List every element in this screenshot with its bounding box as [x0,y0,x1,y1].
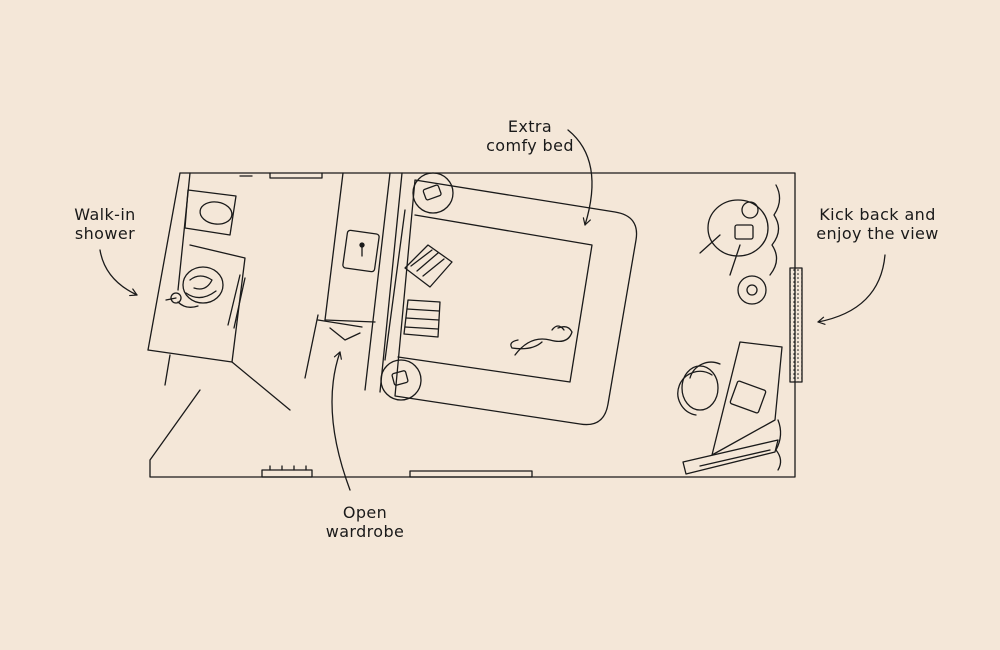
laptop-icon [729,380,767,414]
shower-arrow [99,249,138,297]
toilet-icon [199,201,233,225]
desk [682,341,783,475]
view-window [769,184,803,471]
shower-label: Walk-in shower [55,205,155,243]
desk-chair [677,361,721,416]
sink-icon [342,229,380,273]
nightstand-top [412,172,454,214]
shower-label-line1: Walk-in [74,205,136,224]
bed-label: Extra comfy bed [455,117,605,155]
bed-arrow [567,129,593,226]
wardrobe-arrow [331,351,351,491]
view-label: Kick back and enjoy the view [805,205,950,243]
nightstand-bottom [380,359,422,401]
view-label-line1: Kick back and [819,205,936,224]
wardrobe-label-line2: wardrobe [325,522,405,541]
view-label-line2: enjoy the view [816,224,939,243]
book-icon [734,224,754,240]
wardrobe-label-line1: Open [342,503,388,522]
pillow-icon [404,244,453,288]
book-icon [422,184,442,201]
bathroom [147,172,246,363]
dog-icon [510,325,573,356]
side-table [737,275,767,305]
wardrobe [304,172,403,393]
bed-label-line1: Extra [507,117,553,136]
reading-person-icon [699,199,769,305]
wardrobe-label: Open wardrobe [310,503,420,541]
phone-icon [391,370,409,386]
bed [384,179,638,426]
pillow-icon [403,299,441,338]
view-arrow [817,254,886,325]
shower-person-icon [165,266,224,308]
shower-label-line2: shower [74,224,136,243]
outer-walls [147,172,796,478]
bed-label-line2: comfy bed [486,136,574,155]
